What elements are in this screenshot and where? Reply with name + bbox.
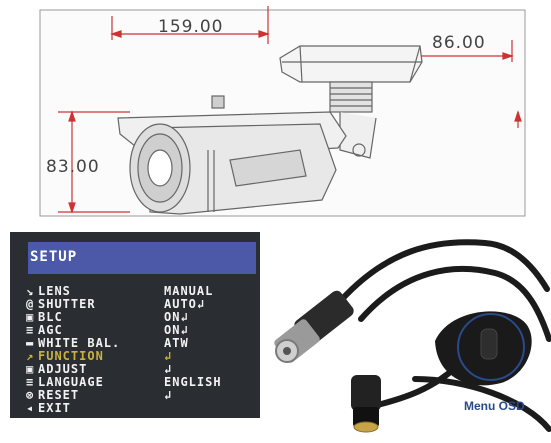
- language-icon: ≡: [26, 375, 35, 389]
- dc-power-connector: [351, 375, 381, 433]
- drawing-svg: 159.00 86.00 83.00: [39, 6, 526, 217]
- osd-item-reset[interactable]: ⊗RESET ↲: [26, 388, 171, 402]
- osd-item-language[interactable]: ≡LANGUAGE ENGLISH: [26, 375, 221, 389]
- osd-item-blc[interactable]: ▣BLC ON↲: [26, 310, 188, 324]
- osd-item-shutter[interactable]: @SHUTTER AUTO↲: [26, 297, 204, 311]
- osd-item-exit[interactable]: ◂EXIT: [26, 401, 71, 415]
- osd-item-label: BLC: [38, 310, 63, 324]
- osd-item-label: LANGUAGE: [38, 375, 104, 389]
- osd-item-lens[interactable]: ↘LENS MANUAL: [26, 284, 212, 298]
- blc-icon: ▣: [26, 310, 35, 324]
- osd-item-label: FUNCTION: [38, 349, 104, 363]
- cable-wires: [332, 239, 551, 432]
- osd-item-value: ↲: [164, 362, 173, 376]
- osd-item-label: SHUTTER: [38, 297, 96, 311]
- bnc-connector: [274, 290, 354, 363]
- reset-icon: ⊗: [26, 388, 35, 402]
- osd-item-value: ENGLISH: [164, 375, 222, 389]
- osd-item-function[interactable]: ↗FUNCTION ↲: [26, 349, 171, 363]
- osd-item-label: ADJUST: [38, 362, 88, 376]
- cable-svg: [274, 239, 551, 433]
- osd-item-agc[interactable]: ≡AGC ON↲: [26, 323, 188, 337]
- osd-item-value: ON↲: [164, 310, 189, 324]
- osd-item-label: AGC: [38, 323, 63, 337]
- width-dimension: [110, 6, 270, 44]
- height-dimension: [58, 110, 522, 214]
- lens-icon: ↘: [26, 284, 35, 298]
- osd-item-value: ↲: [164, 388, 173, 402]
- depth-dimension-label: 86.00: [432, 33, 486, 53]
- adjust-icon: ▣: [26, 362, 35, 376]
- agc-icon: ≡: [26, 323, 35, 337]
- camera-dimension-drawing: 159.00 86.00 83.00: [39, 6, 526, 217]
- width-dimension-label: 159.00: [158, 17, 223, 37]
- osd-item-white-bal[interactable]: ▬WHITE BAL. ATW: [26, 336, 188, 350]
- osd-joystick-button: [480, 328, 498, 360]
- osd-item-value: ↲: [164, 349, 173, 363]
- osd-control-box: [435, 311, 532, 386]
- osd-item-label: RESET: [38, 388, 80, 402]
- function-icon: ↗: [26, 349, 35, 363]
- osd-item-value: AUTO↲: [164, 297, 206, 311]
- exit-icon: ◂: [26, 401, 35, 415]
- menu-osd-label: Menu OSD: [464, 399, 525, 413]
- cable-photo: Menu OSD: [265, 229, 551, 439]
- osd-item-label: EXIT: [38, 401, 71, 415]
- osd-item-value: ON↲: [164, 323, 189, 337]
- menu-osd-highlight-circle: [457, 313, 525, 381]
- height-dimension-label: 83.00: [46, 157, 100, 177]
- osd-title: SETUP: [30, 249, 78, 265]
- osd-item-label: WHITE BAL.: [38, 336, 121, 350]
- shutter-icon: @: [26, 297, 35, 311]
- osd-item-adjust[interactable]: ▣ADJUST ↲: [26, 362, 171, 376]
- camera-line-art: [117, 45, 423, 215]
- osd-item-label: LENS: [38, 284, 71, 298]
- osd-item-value: ATW: [164, 336, 189, 350]
- osd-title-bar: [28, 242, 256, 274]
- white-balance-icon: ▬: [26, 336, 35, 350]
- osd-item-value: MANUAL: [164, 284, 214, 298]
